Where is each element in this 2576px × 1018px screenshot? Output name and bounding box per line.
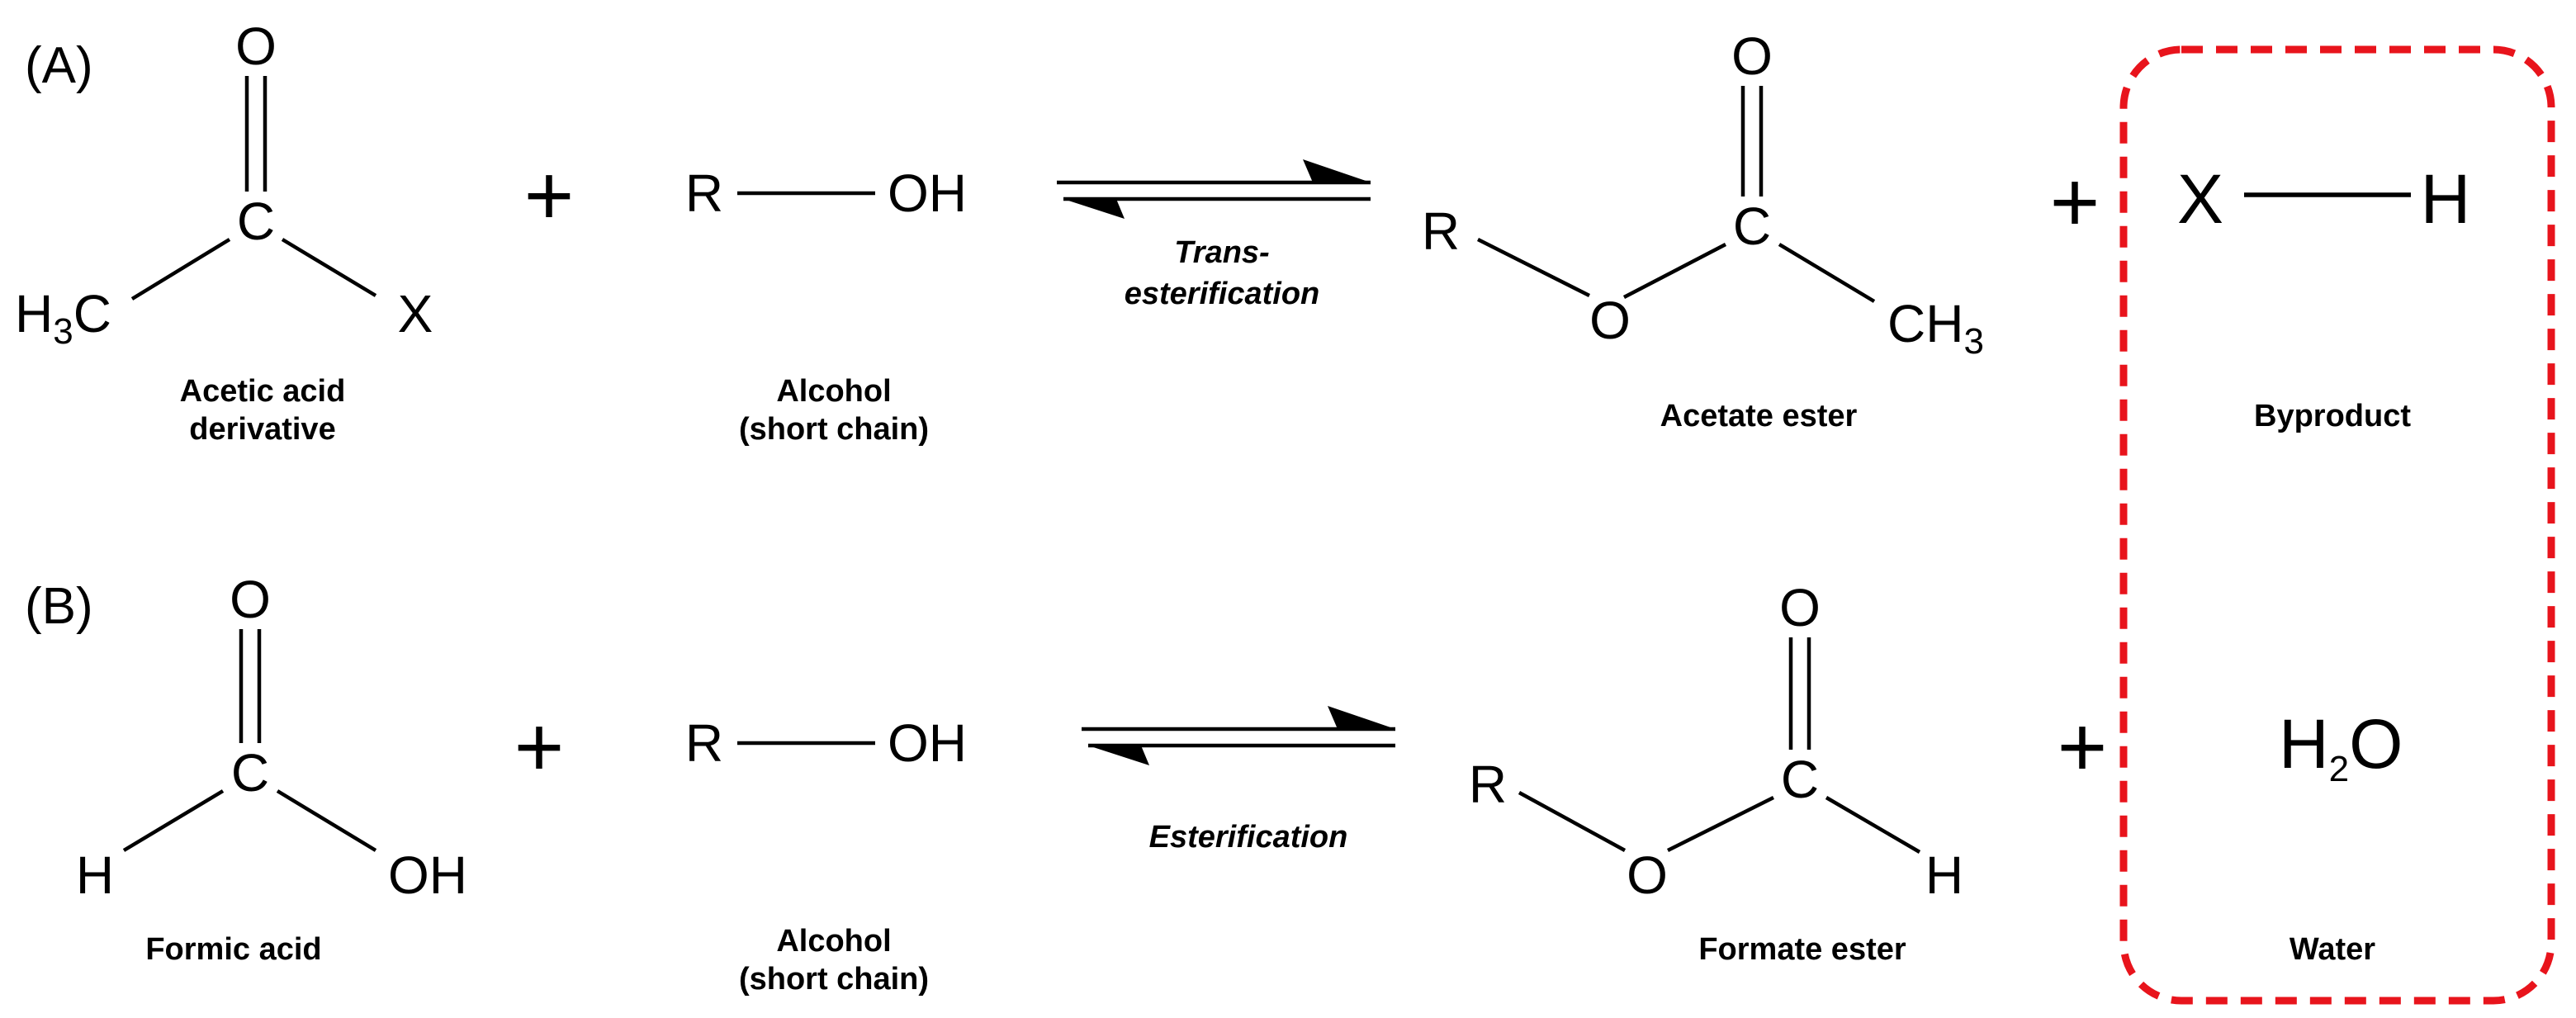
acetic-acid-caption-line-2: derivative [189,412,335,447]
acetate-ester-caption: Acetate ester [1660,399,1858,433]
carbonyl-oxygen: O [230,570,271,629]
acetic-acid-caption-line-1: Acetic acid [180,374,346,409]
panel-a: (A) O C H3C X Acetic acid derivative + R… [15,17,2470,447]
byproduct-structure: X H [2177,160,2470,238]
methyl-group: CH3 [1887,294,1984,362]
hydroxyl-group: OH [388,845,467,905]
reverse-harpoon-head [1088,746,1149,765]
water-caption: Water [2290,932,2375,967]
carbonyl-oxygen: O [1731,26,1773,86]
formate-ester-caption: Formate ester [1698,932,1906,967]
byproduct-highlight-box [2119,45,2555,1005]
forward-harpoon-head [1303,159,1371,182]
equilibrium-arrow [1057,159,1371,219]
plus-sign: + [2057,699,2108,795]
carbonyl-carbon: C [1781,750,1819,809]
acetate-ester-structure: O C O R CH3 [1422,26,1984,362]
acetic-acid-derivative-structure: O C H3C X [15,17,433,352]
bond-line [281,238,377,297]
panel-a-label: (A) [25,37,93,94]
carbonyl-oxygen: O [1779,578,1821,637]
equilibrium-arrow [1082,706,1395,765]
byproduct-caption: Byproduct [2254,399,2411,433]
bond-line [1622,243,1727,299]
h-atom: H [2421,160,2471,238]
bond-line [1825,796,1921,854]
formic-acid-caption: Formic acid [145,932,321,967]
carbonyl-carbon: C [237,192,275,251]
alcohol-caption-line-1: Alcohol [776,924,891,959]
forward-harpoon-head [1328,706,1395,729]
plus-sign: + [2050,154,2100,250]
methyl-group: H3C [15,284,111,352]
carbonyl-carbon: C [231,743,269,803]
hydroxyl-group: OH [888,163,967,223]
x-atom: X [2177,160,2223,238]
condition-label-line-2: esterification [1125,277,1320,311]
hydroxyl-group: OH [888,713,967,773]
carbonyl-carbon: C [1733,196,1771,256]
alcohol-structure: R OH [685,163,967,223]
condition-label: Esterification [1149,820,1348,855]
panel-b-label: (B) [25,578,93,635]
plus-sign: + [514,699,565,795]
ester-oxygen: O [1627,845,1668,905]
reverse-harpoon-head [1063,199,1125,219]
r-group: R [1422,201,1460,261]
bond-line [1666,795,1775,853]
bond-line [1476,237,1591,298]
bond-line [122,789,225,852]
ester-oxygen: O [1589,291,1631,350]
alcohol-caption-line-2: (short chain) [739,412,929,447]
condition-label-line-1: Trans- [1174,235,1269,270]
formic-acid-structure: O C H OH [76,570,467,905]
bond-line [1778,243,1876,303]
bond-line [1518,791,1627,852]
bond-line [276,789,377,852]
hydrogen-atom: H [1925,845,1963,905]
r-group: R [1469,755,1507,814]
leaving-group-x: X [398,284,433,343]
plus-sign: + [524,148,575,244]
bond-line [130,238,231,301]
formate-ester-structure: O C O R H [1469,578,1963,905]
carbonyl-oxygen: O [235,17,277,76]
r-group: R [685,163,723,223]
panel-b: (B) O C H OH Formic acid + R OH Alcohol … [25,570,2403,997]
alcohol-caption-line-2: (short chain) [739,962,929,997]
alcohol-structure: R OH [685,713,967,773]
alcohol-caption-line-1: Alcohol [776,374,891,409]
hydrogen-atom: H [76,845,114,905]
water-formula: H2O [2279,705,2403,789]
r-group: R [685,713,723,773]
